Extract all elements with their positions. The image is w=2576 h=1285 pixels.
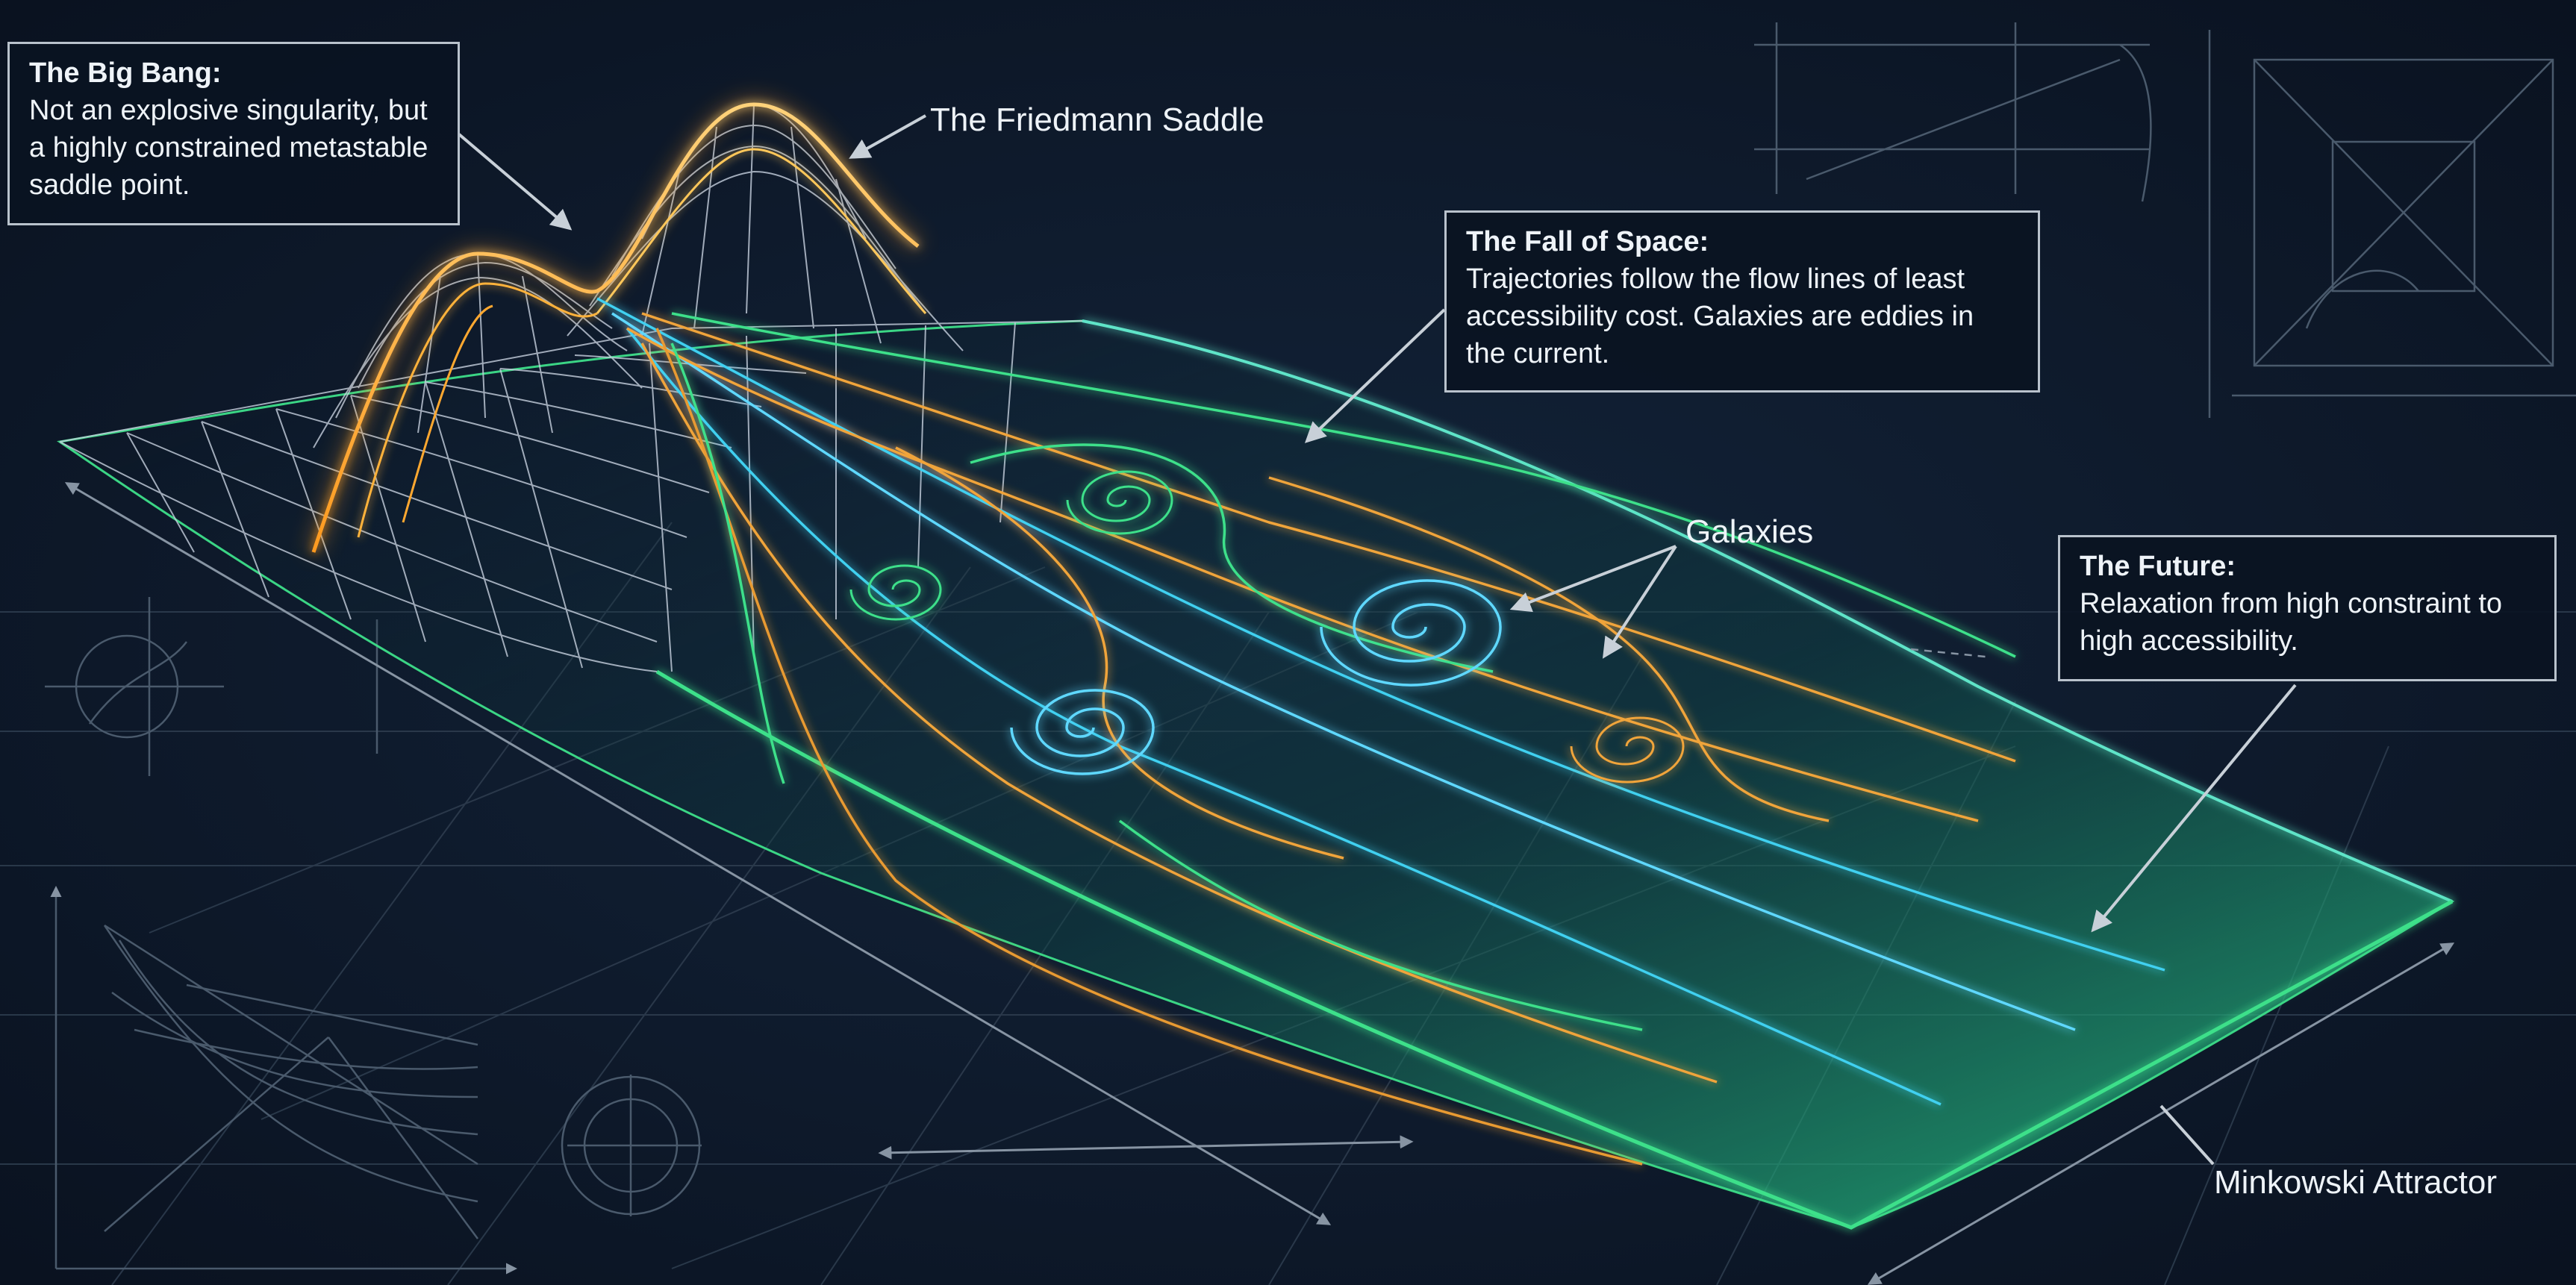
spacetime-flow-sheet bbox=[57, 319, 2455, 1230]
big-bang-callout: The Big Bang: Not an explosive singulari… bbox=[7, 42, 460, 225]
callout-arrows bbox=[458, 114, 2297, 1166]
fall-of-space-arrow bbox=[1304, 308, 1446, 443]
friedmann-saddle-peaks bbox=[307, 97, 927, 554]
friedmann-saddle-label: The Friedmann Saddle bbox=[930, 101, 1264, 138]
galaxy-eddy-4 bbox=[1320, 579, 1502, 687]
minkowski-arrow bbox=[2159, 1104, 2215, 1166]
fall-of-space-body: Trajectories follow the flow lines of le… bbox=[1466, 263, 1974, 369]
future-body: Relaxation from high constraint to high … bbox=[2080, 588, 2503, 657]
big-bang-body: Not an explosive singularity, but a high… bbox=[29, 95, 428, 201]
galaxies-arrow-1 bbox=[1509, 545, 1677, 613]
future-callout: The Future: Relaxation from high constra… bbox=[2058, 535, 2557, 681]
big-bang-arrow bbox=[458, 133, 573, 231]
galaxy-eddy-3 bbox=[1010, 689, 1155, 775]
galaxies-label: Galaxies bbox=[1685, 513, 1814, 550]
future-arrow bbox=[2091, 684, 2297, 933]
flow-streamlines bbox=[596, 297, 2165, 1166]
fall-of-space-title: The Fall of Space: bbox=[1466, 226, 1709, 257]
galaxy-eddy-5 bbox=[1570, 716, 1685, 784]
fall-of-space-callout: The Fall of Space: Trajectories follow t… bbox=[1444, 210, 2040, 393]
minkowski-attractor-label: Minkowski Attractor bbox=[2214, 1164, 2497, 1201]
wireframe-mesh bbox=[59, 103, 1083, 672]
dimension-arrows bbox=[64, 482, 2455, 1285]
big-bang-title: The Big Bang: bbox=[29, 57, 222, 89]
galaxy-eddy-1 bbox=[1066, 470, 1173, 535]
future-title: The Future: bbox=[2080, 551, 2236, 582]
friedmann-saddle-arrow bbox=[849, 114, 926, 159]
galaxies-arrow-2 bbox=[1602, 545, 1677, 659]
galaxy-eddies bbox=[849, 470, 1685, 784]
blueprint-schematic-top-right bbox=[1754, 22, 2576, 418]
galaxy-eddy-2 bbox=[849, 564, 942, 621]
